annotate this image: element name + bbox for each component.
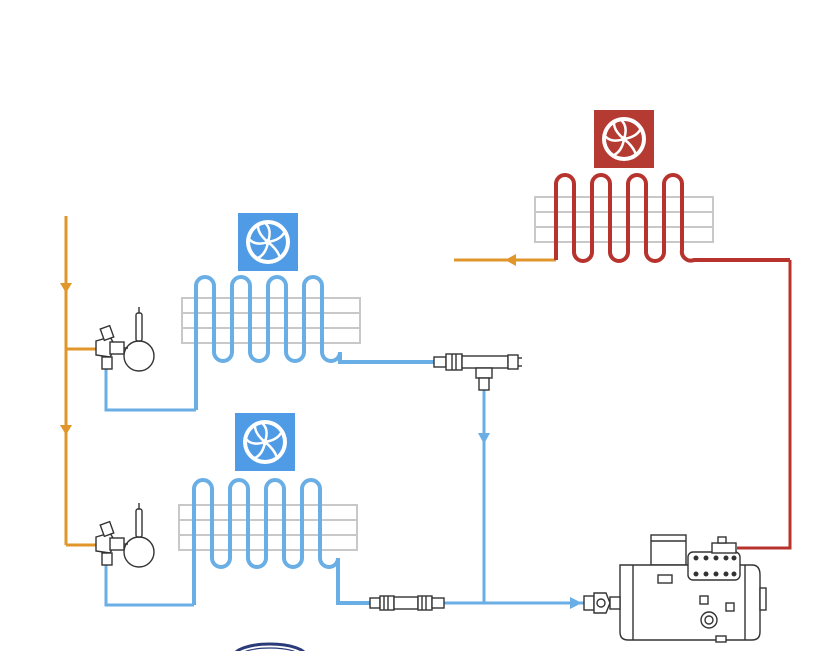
- condenser: [534, 110, 790, 263]
- expansion-valve-icon: [95, 307, 155, 372]
- flow-arrow-down: [60, 425, 72, 435]
- evaporator-2-inlet-line: [104, 565, 194, 607]
- suction-line: [444, 388, 584, 605]
- fan-icon: [238, 213, 298, 271]
- liquid-line: [64, 216, 100, 547]
- evaporator-coil: [192, 478, 372, 605]
- compressor-icon: [583, 534, 767, 643]
- suction-filter: [369, 595, 445, 611]
- fan-icon: [594, 110, 654, 168]
- logo-icon: [234, 642, 306, 651]
- flow-arrow-down: [60, 283, 72, 293]
- pressure-regulator: [433, 353, 522, 391]
- flow-arrow-left: [505, 254, 516, 266]
- fin-block: [181, 297, 361, 344]
- flow-arrow-down: [478, 433, 490, 444]
- discharge-line: [737, 260, 792, 550]
- evaporator-1-inlet-line: [104, 368, 196, 412]
- evaporator-1: [181, 213, 440, 410]
- fan-icon: [235, 413, 295, 471]
- flow-arrow-right: [570, 597, 582, 609]
- expansion-valve-icon: [95, 503, 155, 568]
- condenser-coil: [554, 173, 790, 263]
- evaporator-coil: [194, 275, 440, 410]
- fin-block: [534, 196, 714, 243]
- evaporator-2: [178, 413, 372, 605]
